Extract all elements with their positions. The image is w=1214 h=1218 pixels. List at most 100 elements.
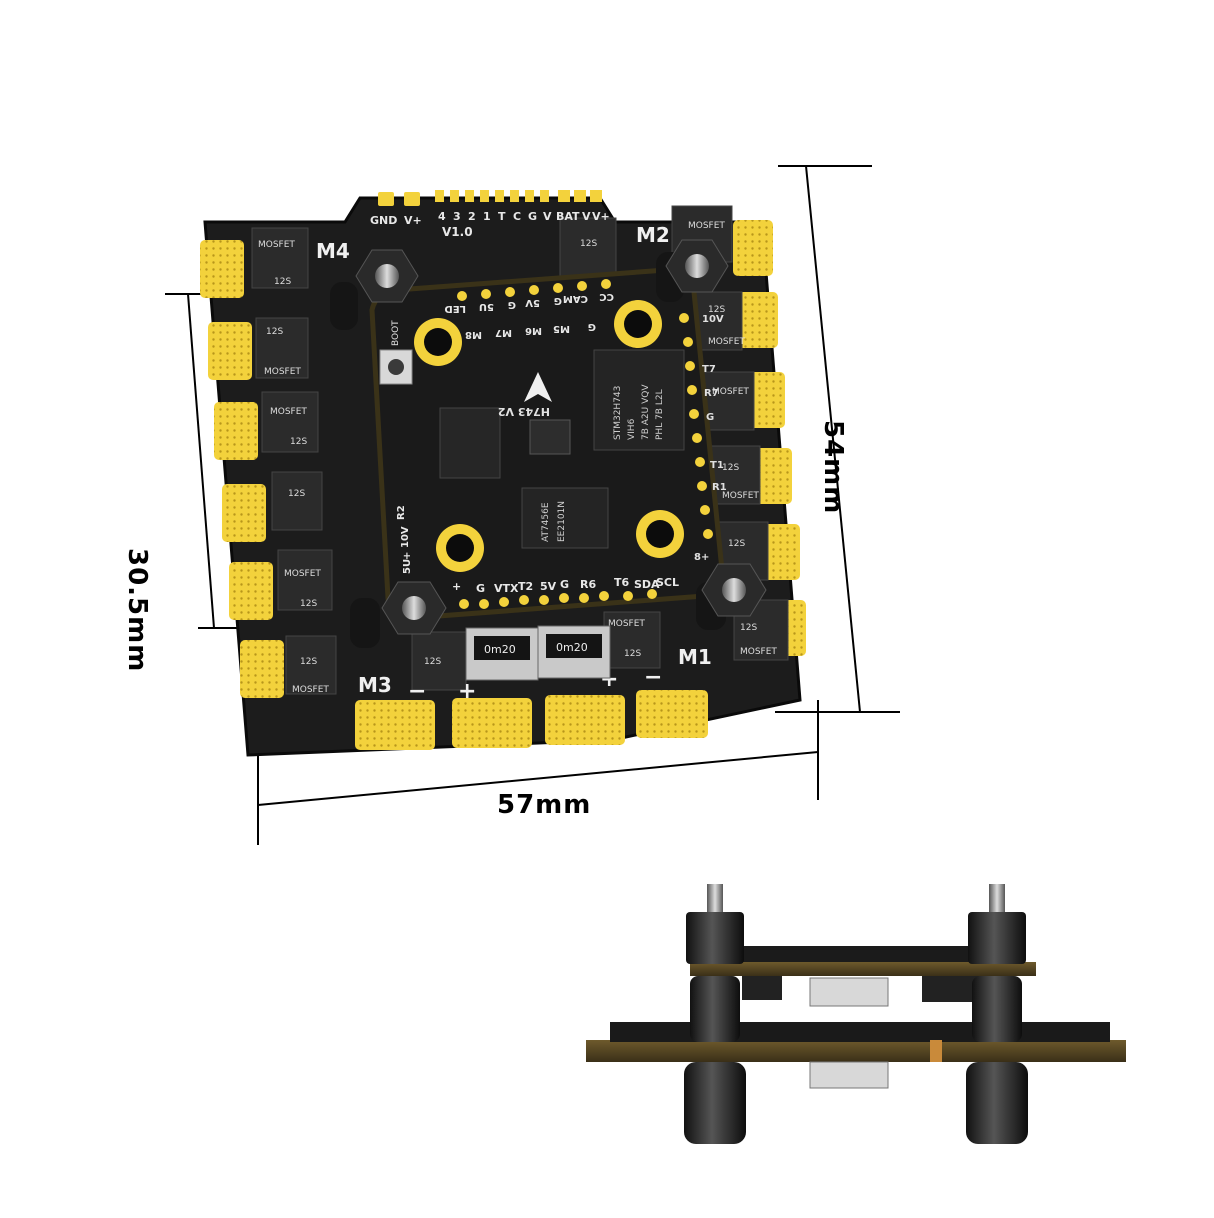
gyro-chip <box>529 419 571 455</box>
side-view-stack <box>586 884 1126 1144</box>
mosfet-label: MOSFET <box>608 619 645 629</box>
mosfet-label: MOSFET <box>688 221 725 231</box>
rating-label: 12S <box>624 649 641 659</box>
shunt-label: 0m20 <box>556 641 588 654</box>
motor-label-m4: M4 <box>316 239 350 263</box>
width-dimension-label: 57mm <box>497 790 592 820</box>
fc-right-pads <box>679 313 713 539</box>
pad-label: T6 <box>614 576 630 589</box>
fc-bottom-pad-labels: + G VTX T2 5V G R6 T6 SDA SCL <box>452 576 679 595</box>
pad-label: 5V <box>525 297 540 308</box>
pad-label: G <box>706 412 714 423</box>
esc-top-pad-labels: GND V+ 4 3 2 1 T C G V BAT V V+ V1.0 <box>370 210 610 239</box>
rating-label: 12S <box>728 539 745 549</box>
mosfet-label: MOSFET <box>712 387 749 397</box>
fc-board: STM32H743 VIH6 7B A2U VQV PHL 7B L2L AT7… <box>369 267 727 621</box>
rating-label: 12S <box>300 599 317 609</box>
flash-chip <box>439 407 501 479</box>
mount-dimension-label: 30.5mm <box>122 548 152 673</box>
pad-label: LED <box>444 303 466 314</box>
power-plus-left: + <box>458 679 476 704</box>
mosfet-label: MOSFET <box>258 240 295 250</box>
rating-label: 12S <box>266 327 283 337</box>
fc-right-pad-labels: 10V T7 R7 G T1 R1 8+ <box>694 314 727 563</box>
rating-label: 12S <box>300 657 317 667</box>
motor-label-m1: M1 <box>678 645 712 669</box>
pad-label: + <box>452 580 461 593</box>
fc-left-pad-labels: R2 10V + 5U <box>396 505 413 574</box>
rating-label: 12S <box>424 657 441 667</box>
shunt-label: 0m20 <box>484 643 516 656</box>
standoff-bottom-left <box>350 581 447 648</box>
pad-label: V+ <box>404 214 422 227</box>
pad-label: G <box>554 295 562 306</box>
top-view-standoffs <box>330 239 767 648</box>
mcu-label-3: 7B A2U VQV <box>641 384 651 440</box>
side-fc-board <box>690 962 1036 976</box>
fc-top-pad-labels: LED 5U G 5V G CAM CC <box>444 291 614 314</box>
rating-label: 12S <box>740 623 757 633</box>
mcu-chip <box>593 349 685 451</box>
standoff-top-left <box>330 249 419 330</box>
fc-top-pads <box>457 279 611 301</box>
boot-label: BOOT <box>391 320 401 346</box>
pad-label: BAT <box>556 210 580 223</box>
side-esc-board <box>586 1040 1126 1062</box>
pad-label: G <box>476 582 485 595</box>
mcu-label: STM32H743 <box>613 386 623 440</box>
rating-label: 12S <box>290 437 307 447</box>
mosfet-label: MOSFET <box>270 407 307 417</box>
rating-label: 12S <box>288 489 305 499</box>
pad-label: T7 <box>702 364 716 375</box>
mosfet-label: MOSFET <box>264 367 301 377</box>
pad-label: M7 <box>495 327 512 338</box>
standoff-bottom-right <box>696 563 767 630</box>
rating-label: 12S <box>274 277 291 287</box>
boot-button-knob <box>388 359 404 375</box>
mcu-label-2: VIH6 <box>627 418 637 440</box>
pad-label: 3 <box>453 210 461 223</box>
pad-label: V <box>582 210 591 223</box>
pad-label: T2 <box>518 580 533 593</box>
pad-label: R6 <box>580 578 596 591</box>
mosfet-label: MOSFET <box>722 491 759 501</box>
side-standoff-left <box>684 884 746 1144</box>
pad-label: G <box>508 299 516 310</box>
esc-top-connector <box>378 190 602 206</box>
pad-label: R7 <box>704 388 719 399</box>
fc-bottom-pads <box>459 589 657 609</box>
pad-label: 8+ <box>694 552 709 563</box>
pad-label: 5U <box>479 301 494 312</box>
pad-label: SCL <box>656 576 679 589</box>
pad-label: VTX <box>494 582 519 595</box>
pad-label: 1 <box>483 210 491 223</box>
pad-label: R1 <box>712 482 727 493</box>
power-minus-right: − <box>644 665 662 690</box>
pad-label: T <box>498 210 506 223</box>
shunt-resistors: 0m20 0m20 <box>465 625 611 681</box>
pad-label: R2 <box>396 505 407 520</box>
fc-motor-pad-labels: M8 M7 M6 M5 G <box>465 321 596 340</box>
fc-mount-holes <box>414 300 684 572</box>
motor-label-m3: M3 <box>358 673 392 697</box>
pad-label: CC <box>599 291 614 302</box>
pad-label: V+ <box>592 210 610 223</box>
pad-label: M5 <box>553 323 570 334</box>
pad-label: GND <box>370 214 397 227</box>
pad-label: G <box>528 210 537 223</box>
mosfet-labels: MOSFET 12S 12S MOSFET MOSFET 12S 12S MOS… <box>258 221 777 695</box>
power-polarity: − + + − <box>408 665 662 704</box>
pad-label: SDA <box>634 578 660 591</box>
pad-label: G <box>560 578 569 591</box>
pad-label: 5U <box>402 559 413 574</box>
standoff-top-right <box>656 239 729 302</box>
side-standoff-right <box>966 884 1028 1144</box>
mosfet-label: MOSFET <box>292 685 329 695</box>
version-label: V1.0 <box>442 225 473 239</box>
rating-label: 12S <box>722 463 739 473</box>
power-minus-left: − <box>408 679 426 704</box>
rating-label: 12S <box>708 305 725 315</box>
pad-label: + <box>402 552 413 560</box>
pad-label: C <box>513 210 521 223</box>
